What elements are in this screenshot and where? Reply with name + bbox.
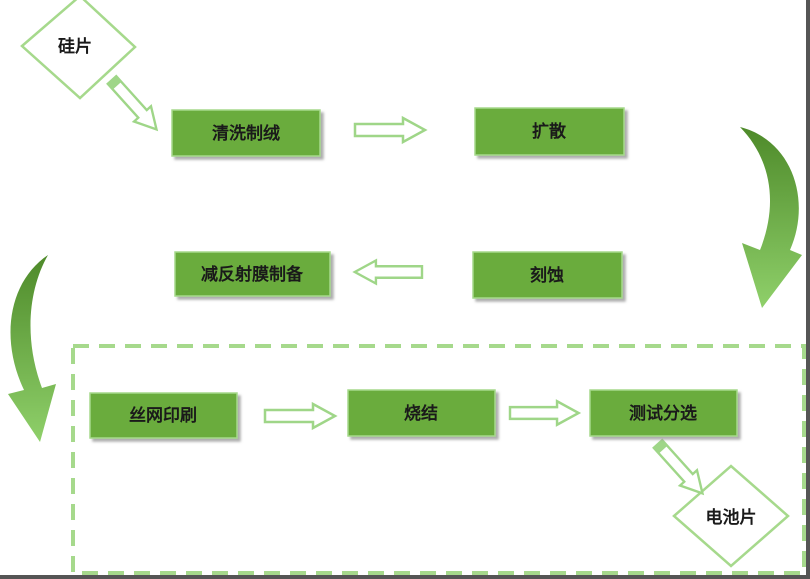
step-box-5: 丝网印刷 [89,392,238,439]
arrow-step5-to-step6 [263,402,337,430]
arrow-step7-to-end [648,435,713,503]
frame-edge-bottom [0,575,810,579]
step-box-2: 扩散 [474,107,625,156]
step-box-3: 刻蚀 [472,251,623,299]
step-box-7: 测试分选 [589,389,738,437]
start-label: 硅片 [58,36,92,57]
step-box-1: 清洗制绒 [171,109,321,157]
step-label-5: 丝网印刷 [129,405,197,426]
step-label-4: 减反射膜制备 [201,264,304,285]
step-label-2: 扩散 [532,121,567,142]
arrow-step1-to-step2 [353,116,427,144]
step-box-6: 烧结 [347,389,496,437]
step-label-1: 清洗制绒 [212,123,280,144]
curved-arrow-step2-to-step3 [740,127,802,308]
step-label-6: 烧结 [404,403,438,424]
step-box-4: 减反射膜制备 [174,251,331,297]
start-diamond [20,0,137,100]
arrow-start-to-step1 [102,71,167,139]
end-label: 电池片 [706,507,757,528]
step-label-3: 刻蚀 [530,265,564,286]
curved-arrow-step4-to-step5 [8,255,56,442]
frame-edge-right [806,0,810,579]
arrow-step3-to-step4 [353,259,424,285]
arrow-step6-to-step7 [508,400,580,426]
dashed-group-frame [71,344,806,575]
step-label-7: 测试分选 [629,403,697,424]
